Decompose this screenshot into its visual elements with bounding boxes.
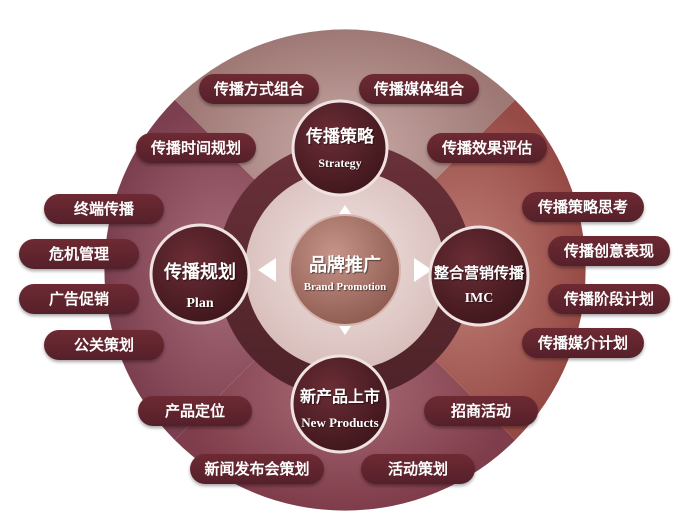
center-title: 品牌推广 <box>309 255 381 276</box>
node-plan-title: 传播规划 <box>164 262 236 283</box>
label-left-pr-planning: 公关策划 <box>44 330 164 360</box>
node-strategy-title: 传播策略 <box>306 127 374 147</box>
node-imc-subtitle: IMC <box>464 291 494 306</box>
label-top-effect-evaluation: 传播效果评估 <box>427 133 547 163</box>
node-new-products-title: 新产品上市 <box>299 387 380 406</box>
arrow-left <box>258 258 276 282</box>
label-left-terminal-communication: 终端传播 <box>44 194 164 224</box>
label-left-crisis-management: 危机管理 <box>19 239 139 269</box>
node-imc-circle <box>428 225 530 327</box>
label-right-strategy-thinking: 传播策略思考 <box>522 192 644 222</box>
center-circle <box>289 214 401 326</box>
node-new-products-circle <box>290 354 390 454</box>
label-top-media-mix: 传播媒体组合 <box>359 74 479 104</box>
node-new-products-subtitle: New Products <box>301 415 379 430</box>
label-bottom-product-positioning: 产品定位 <box>138 396 252 426</box>
label-right-stage-plan: 传播阶段计划 <box>548 284 670 314</box>
node-strategy-circle <box>291 99 389 197</box>
node-strategy-subtitle: Strategy <box>318 156 362 170</box>
label-bottom-investment-activity: 招商活动 <box>424 396 538 426</box>
label-right-media-plan: 传播媒介计划 <box>522 328 644 358</box>
label-top-transmission-mode-mix: 传播方式组合 <box>199 74 319 104</box>
center-subtitle: Brand Promotion <box>303 281 387 293</box>
label-right-creative-expression: 传播创意表现 <box>548 236 670 266</box>
label-bottom-press-conference: 新闻发布会策划 <box>190 454 324 484</box>
node-plan-circle <box>149 223 251 325</box>
label-left-advertising-promotion: 广告促销 <box>19 284 139 314</box>
arrow-right <box>414 258 432 282</box>
label-top-time-planning: 传播时间规划 <box>136 133 256 163</box>
label-bottom-event-planning: 活动策划 <box>361 454 475 484</box>
node-imc-title: 整合营销传播 <box>433 264 524 282</box>
node-plan-subtitle: Plan <box>186 296 214 311</box>
